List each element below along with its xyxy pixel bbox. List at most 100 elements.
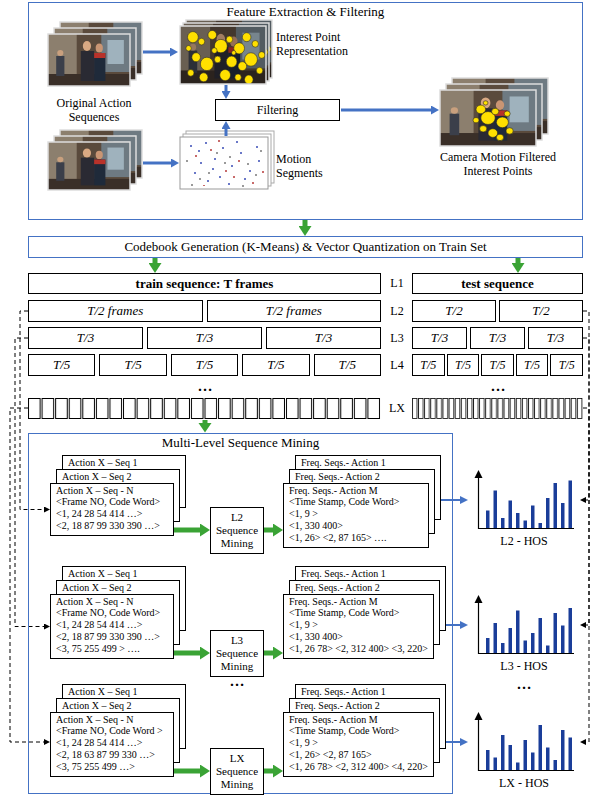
node-title: Freq. Seqs.- Action 1 (301, 568, 386, 579)
segment-box: T/5 (99, 354, 166, 376)
histogram-chart (475, 595, 483, 603)
annotation: Interest Point Representation (276, 30, 372, 58)
segment-box: T/5 (28, 354, 95, 376)
node-title: T/5 (559, 358, 575, 372)
histogram-chart (554, 760, 558, 770)
segment-box: T/3 (528, 327, 583, 349)
histogram-chart (501, 643, 505, 653)
histogram-chart (516, 763, 520, 771)
histogram-chart (475, 712, 483, 720)
histogram-chart (509, 501, 513, 529)
segment-box: T/5 (481, 354, 514, 376)
histogram: L2 - HOS (468, 470, 580, 548)
image-arrow (225, 85, 228, 91)
segment-box: T/5 (412, 354, 445, 376)
flow-arrow (174, 651, 200, 656)
histogram-chart (468, 595, 580, 655)
node-title: Action X – Seq 1 (68, 457, 137, 468)
histogram-chart (539, 618, 543, 653)
histogram-chart (478, 718, 479, 771)
histogram-chart (554, 483, 558, 528)
node-title: Freq. Seqs.- Action M (289, 714, 378, 725)
histogram-chart (531, 506, 535, 529)
level-label: L2 (383, 304, 411, 318)
node-title: T/3 (315, 330, 332, 346)
node-title: Feature Extraction & Filtering (29, 3, 582, 20)
flow-arrow (264, 651, 273, 656)
level-label: L1 (383, 276, 411, 290)
node-title: LX Sequence Mining (211, 752, 263, 791)
node-title: T/5 (196, 357, 213, 373)
flow-arrow (203, 420, 208, 424)
histogram-chart (524, 740, 528, 770)
level-label: … (504, 677, 544, 691)
node-title: L2 Sequence Mining (211, 511, 263, 550)
node-title: T/3 (547, 330, 564, 346)
frame-cells (28, 398, 381, 419)
node-title: T/2 (532, 303, 549, 319)
segment-box: T/3 (28, 327, 143, 349)
node-title: Action X – Seq 2 (62, 582, 131, 593)
node-title: T/3 (196, 330, 213, 346)
process-box: Codebook Generation (K-Means) & Vector Q… (28, 236, 583, 258)
histogram-chart (531, 753, 535, 771)
flow-arrow (199, 423, 212, 433)
node-title: L2 - HOS (500, 534, 547, 548)
action-frames (48, 34, 130, 86)
flow-arrow (303, 220, 308, 226)
flow-arrow (153, 258, 158, 263)
node-text: <1, 24 28 54 414 …> (56, 737, 142, 749)
sequence-card: Action X – Seq - N<Frame NO, Code Word><… (50, 483, 174, 536)
annotation: Camera Motion Filtered Interest Points (428, 150, 568, 178)
node-title: T/3 (489, 330, 506, 346)
histogram-chart (546, 498, 550, 528)
mining-box: LX Sequence Mining (210, 748, 264, 795)
node-title: Action X – Seq 1 (68, 686, 137, 697)
node-title: Freq. Seqs.- Action 1 (301, 686, 386, 697)
frequent-sequence-card: Freq. Seqs.- Action M<Time Stamp, Code W… (283, 594, 434, 659)
node-title: L3 - HOS (500, 659, 547, 673)
node-title: L3 Sequence Mining (211, 634, 263, 673)
node-title: T/5 (124, 357, 141, 373)
level-label: LX (383, 401, 411, 415)
node-text: <3, 75 255 499 > …. (56, 643, 140, 655)
mining-box: L3 Sequence Mining (210, 630, 264, 677)
level-label: … (478, 379, 518, 393)
node-text: <2, 18 87 99 330 390 …> (56, 631, 160, 643)
node-title: train sequence: T frames (136, 276, 274, 292)
histogram-chart (468, 470, 580, 530)
histogram-chart (561, 503, 565, 528)
frequent-sequence-card: Freq. Seqs.- Action M<Time Stamp, Code W… (283, 712, 434, 777)
histogram-chart (561, 626, 565, 654)
histogram-chart (569, 481, 573, 529)
motion-segment-frames (180, 131, 274, 189)
segment-box: T/3 (412, 327, 467, 349)
node-title: T/5 (524, 358, 540, 372)
histogram: L3 - HOS (468, 595, 580, 673)
histogram-chart (569, 608, 573, 653)
dashed-arrow (583, 408, 589, 742)
node-title: Freq. Seqs.- Action 2 (295, 700, 380, 711)
flow-arrow (516, 258, 521, 263)
level-label: … (217, 674, 257, 688)
segment-box: T/2 (412, 300, 496, 322)
interest-point-frames (180, 26, 266, 84)
node-title: Freq. Seqs.- Action 2 (295, 582, 380, 593)
histogram-chart (478, 770, 574, 771)
panel: Multi-Level Sequence MiningAction X – Se… (28, 433, 453, 794)
segment-box: T/5 (314, 354, 381, 376)
node-text: <1, 24 28 54 414 …> (56, 619, 142, 631)
node-text: <Frame NO, Code Word > (56, 725, 163, 737)
node-title: Action X – Seq 1 (68, 568, 137, 579)
node-text: <Time Stamp, Code Word> (289, 725, 399, 737)
segment-box: T/5 (242, 354, 309, 376)
motion-segment-frames (180, 137, 268, 189)
flow-arrow (264, 528, 273, 533)
filtered-frames (473, 101, 513, 141)
image-arrow (143, 51, 170, 54)
histogram-chart (539, 725, 543, 770)
segment-box: T/2 frames (28, 300, 203, 322)
histogram-chart (478, 601, 479, 654)
image-arrow (341, 109, 431, 112)
node-title: T/2 frames (87, 303, 143, 319)
